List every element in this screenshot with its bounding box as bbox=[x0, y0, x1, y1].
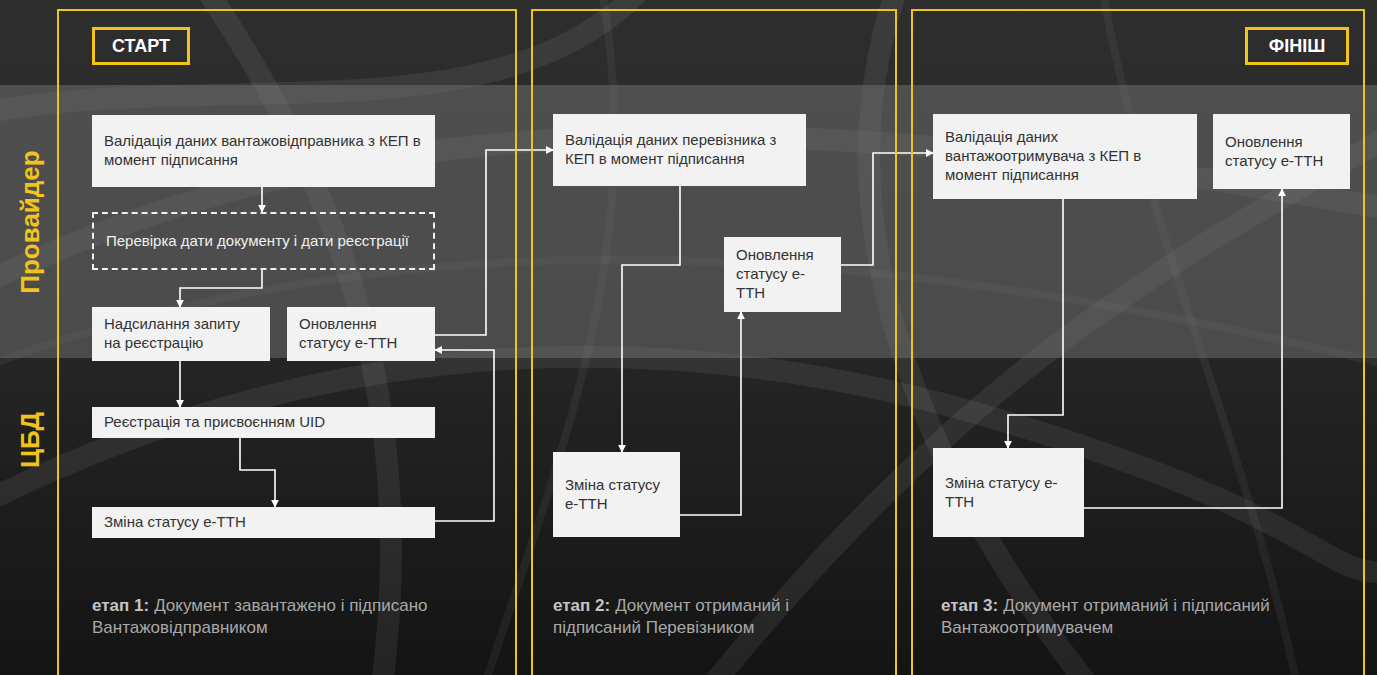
flow-arrow bbox=[180, 270, 262, 307]
flow-arrow bbox=[841, 153, 933, 265]
stage-panel: етап 3:Документ отриманий і підписаний В… bbox=[911, 9, 1365, 675]
flow-arrow bbox=[1008, 199, 1063, 448]
box-text: Валідація даних вантажовідправника з КЕП… bbox=[104, 132, 423, 170]
box-text: Валідація даних перевізника з КЕП в моме… bbox=[565, 131, 794, 169]
check-box-dashed: Перевірка дати документу і дати реєстрац… bbox=[92, 212, 435, 270]
flow-arrow bbox=[435, 150, 553, 335]
stage-panel: етап 1:Документ завантажено і підписано … bbox=[57, 9, 517, 675]
box-text: Надсилання запиту на реєстрацію bbox=[104, 315, 258, 353]
row-label: Провайдер bbox=[15, 150, 46, 293]
stage-tag: СТАРТ bbox=[92, 27, 190, 65]
process-box: Валідація даних вантажовідправника з КЕП… bbox=[92, 115, 435, 187]
stage-caption: етап 2:Документ отриманий і підписаний П… bbox=[553, 595, 853, 639]
process-box: Оновлення статусу е-ТТН bbox=[287, 307, 435, 361]
flow-arrow bbox=[179, 361, 181, 407]
flow-arrow bbox=[622, 186, 680, 452]
box-text: Зміна статусу е-ТТН bbox=[945, 474, 1072, 512]
box-text: Зміна статусу е-ТТН bbox=[565, 476, 668, 514]
box-text: Оновлення статусу е-ТТН bbox=[299, 315, 423, 353]
process-box: Зміна статусу е-ТТН bbox=[92, 507, 435, 538]
stage-panel: етап 2:Документ отриманий і підписаний П… bbox=[531, 9, 897, 675]
box-text: Оновлення статусу е-ТТН bbox=[736, 246, 829, 302]
flow-arrow bbox=[680, 312, 741, 515]
stage-number: етап 3: bbox=[941, 596, 998, 615]
box-text: Зміна статусу е-ТТН bbox=[104, 513, 246, 532]
process-box: Надсилання запиту на реєстрацію bbox=[92, 307, 270, 361]
stage-caption: етап 1:Документ завантажено і підписано … bbox=[92, 595, 497, 639]
process-box: Зміна статусу е-ТТН bbox=[553, 452, 680, 537]
stage-number: етап 2: bbox=[553, 596, 610, 615]
stage-number: етап 1: bbox=[92, 596, 149, 615]
box-text: Реєстрація та присвоєнням UID bbox=[104, 413, 325, 432]
box-text: Оновлення статусу е-ТТН bbox=[1225, 133, 1338, 171]
row-label: ЦБД bbox=[15, 412, 46, 468]
process-box: Оновлення статусу е-ТТН bbox=[724, 237, 841, 312]
process-box: Валідація даних перевізника з КЕП в моме… bbox=[553, 114, 806, 186]
box-text: Валідація даних вантажоотримувача з КЕП … bbox=[945, 128, 1185, 184]
process-box: Оновлення статусу е-ТТН bbox=[1213, 114, 1350, 189]
process-box: Валідація даних вантажоотримувача з КЕП … bbox=[933, 114, 1197, 199]
flow-arrow bbox=[240, 438, 275, 507]
stage-caption: етап 3:Документ отриманий і підписаний В… bbox=[941, 595, 1351, 639]
flow-arrow bbox=[1084, 189, 1282, 508]
process-box: Зміна статусу е-ТТН bbox=[933, 448, 1084, 537]
provider-band bbox=[0, 85, 1377, 358]
tag-text: СТАРТ bbox=[112, 36, 170, 57]
flow-arrow bbox=[261, 187, 263, 212]
box-text: Перевірка дати документу і дати реєстрац… bbox=[106, 232, 409, 251]
stage-tag: ФІНІШ bbox=[1245, 27, 1349, 65]
process-box: Реєстрація та присвоєнням UID bbox=[92, 407, 435, 438]
tag-text: ФІНІШ bbox=[1269, 36, 1325, 57]
road-curve bbox=[0, 357, 1377, 573]
flow-arrow bbox=[435, 350, 494, 521]
